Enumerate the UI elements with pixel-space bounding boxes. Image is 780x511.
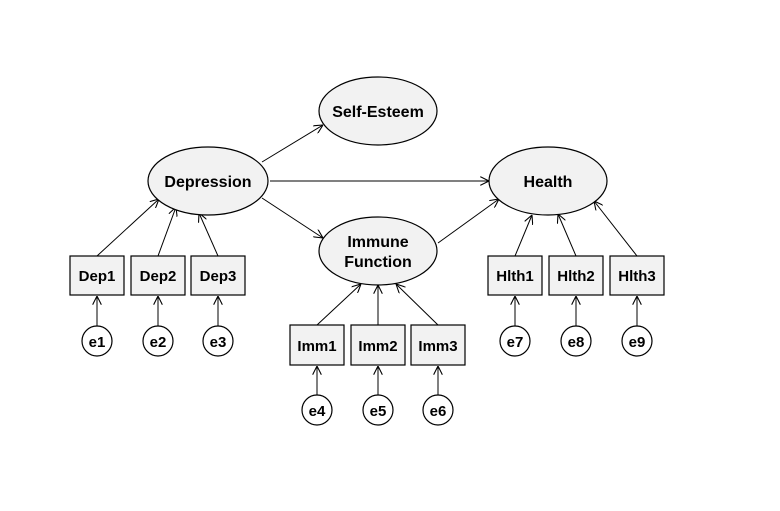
error-e4-label: e4 bbox=[309, 403, 326, 420]
error-e3-label: e3 bbox=[210, 334, 227, 351]
path-dep2-depression bbox=[157, 207, 176, 257]
error-e8-label: e8 bbox=[568, 334, 585, 351]
error-e9-label: e9 bbox=[629, 334, 646, 351]
indicator-imm2: Imm2 bbox=[350, 324, 406, 366]
error-e9: e9 bbox=[621, 325, 653, 357]
latent-immune-label-line1: Immune bbox=[347, 234, 408, 251]
latent-depression-label: Depression bbox=[164, 174, 251, 191]
error-e1: e1 bbox=[81, 325, 113, 357]
indicator-hlth1-label: Hlth1 bbox=[496, 268, 534, 285]
indicator-hlth3: Hlth3 bbox=[609, 255, 665, 296]
indicator-dep3-label: Dep3 bbox=[200, 268, 237, 285]
error-e2-label: e2 bbox=[150, 334, 167, 351]
indicator-imm2-label: Imm2 bbox=[358, 338, 397, 355]
path-imm1-immune bbox=[316, 284, 361, 326]
latent-immune-function: Immune Function bbox=[318, 216, 438, 286]
error-e7-label: e7 bbox=[507, 334, 524, 351]
indicator-imm1-label: Imm1 bbox=[297, 338, 336, 355]
path-hlth3-health bbox=[594, 201, 638, 257]
indicator-hlth3-label: Hlth3 bbox=[618, 268, 656, 285]
path-depression-immune bbox=[261, 197, 323, 238]
error-e6: e6 bbox=[422, 394, 454, 426]
error-e4: e4 bbox=[301, 394, 333, 426]
latent-self-esteem: Self-Esteem bbox=[318, 76, 438, 146]
latent-immune-label-line2: Function bbox=[344, 254, 412, 271]
indicator-hlth2-label: Hlth2 bbox=[557, 268, 595, 285]
latent-depression: Depression bbox=[147, 146, 269, 216]
path-imm3-immune bbox=[396, 284, 439, 326]
error-e6-label: e6 bbox=[430, 403, 447, 420]
error-e1-label: e1 bbox=[89, 334, 106, 351]
indicator-imm1: Imm1 bbox=[289, 324, 345, 366]
error-e5-label: e5 bbox=[370, 403, 387, 420]
error-e7: e7 bbox=[499, 325, 531, 357]
error-e3: e3 bbox=[202, 325, 234, 357]
indicator-dep2: Dep2 bbox=[130, 255, 186, 296]
path-depression-selfesteem bbox=[261, 125, 323, 163]
error-e8: e8 bbox=[560, 325, 592, 357]
indicator-hlth2: Hlth2 bbox=[548, 255, 604, 296]
path-hlth1-health bbox=[514, 215, 532, 257]
error-e2: e2 bbox=[142, 325, 174, 357]
indicator-dep2-label: Dep2 bbox=[140, 268, 177, 285]
path-dep3-depression bbox=[199, 213, 219, 257]
path-dep1-depression bbox=[96, 199, 159, 257]
indicator-imm3: Imm3 bbox=[410, 324, 466, 366]
indicator-hlth1: Hlth1 bbox=[487, 255, 543, 296]
indicator-dep1-label: Dep1 bbox=[79, 268, 116, 285]
latent-self-esteem-label: Self-Esteem bbox=[332, 104, 424, 121]
latent-health: Health bbox=[488, 146, 608, 216]
error-e5: e5 bbox=[362, 394, 394, 426]
latent-health-label: Health bbox=[524, 174, 573, 191]
path-hlth2-health bbox=[558, 214, 577, 257]
indicator-imm3-label: Imm3 bbox=[418, 338, 457, 355]
indicator-dep1: Dep1 bbox=[69, 255, 125, 296]
path-immune-health bbox=[437, 199, 499, 244]
indicator-dep3: Dep3 bbox=[190, 255, 246, 296]
